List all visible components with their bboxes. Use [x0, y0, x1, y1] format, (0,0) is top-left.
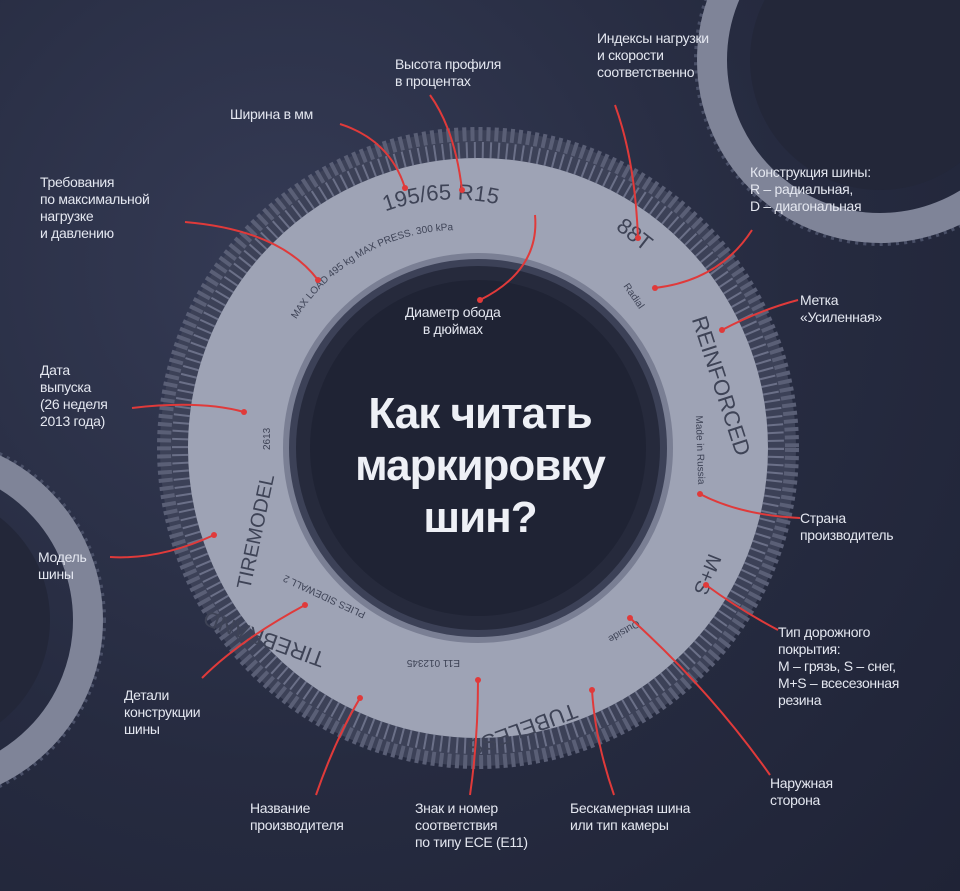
label-reinforced: Метка «Усиленная»: [800, 292, 882, 325]
ece-marking: E11 012345: [406, 657, 460, 668]
label-rim: Диаметр обода в дюймах: [405, 304, 501, 337]
label-date: Дата выпуска (26 неделя 2013 года): [40, 362, 108, 429]
label-requirements: Требования по максимальной нагрузке и да…: [40, 174, 150, 241]
pointer-lines: [109, 94, 801, 796]
corner-tire-bottom-left: [0, 452, 106, 788]
label-country: Страна производитель: [800, 510, 894, 543]
made-in-marking: Made in Russia: [693, 415, 706, 485]
pointer-dots: [211, 185, 725, 701]
label-tubeless: Бескамерная шина или тип камеры: [570, 800, 691, 833]
label-indices: Индексы нагрузки и скорости соответствен…: [597, 30, 709, 80]
label-construction: Конструкция шины: R – радиальная, D – ди…: [750, 164, 871, 214]
label-profile: Высота профиля в процентах: [395, 56, 502, 89]
label-manufacturer: Название производителя: [250, 800, 344, 833]
label-model: Модель шины: [38, 549, 87, 582]
label-road: Тип дорожного покрытия: M – грязь, S – с…: [778, 624, 900, 708]
main-tire: [157, 127, 799, 769]
label-outer: Наружная сторона: [770, 775, 833, 808]
page-title: Как читать маркировку шин?: [355, 389, 606, 542]
label-details: Детали конструкции шины: [124, 687, 201, 737]
date-marking: 2613: [262, 427, 273, 450]
label-width: Ширина в мм: [230, 106, 313, 122]
corner-tire-top-right: [694, 0, 960, 246]
label-ece: Знак и номер соответствия по типу ECE (E…: [415, 800, 528, 850]
